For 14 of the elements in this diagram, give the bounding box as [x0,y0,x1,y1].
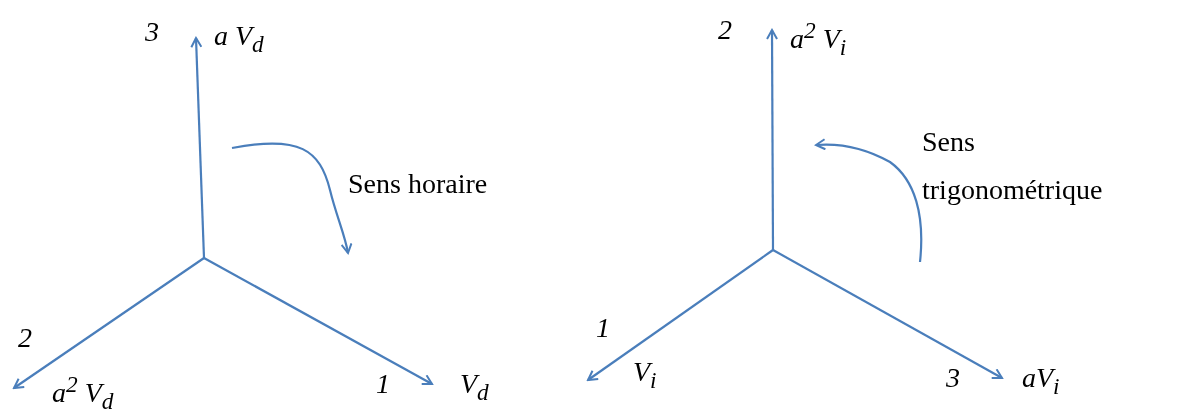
phase-number: 3 [946,362,960,394]
phasor-label: a V$_{d}$ [214,20,264,59]
phasor-label: aV$_{i}$ [1022,362,1060,401]
phasor-label: V$_{i}$ [633,356,657,395]
phasor-label: a$^{2}$ V$_{i}$ [790,16,847,62]
phasor-label: a$^{2}$ V$_{d}$ [52,370,114,414]
phase-number: 3 [145,16,159,48]
phase-number: 1 [376,368,390,400]
phase-number: 2 [18,322,32,354]
phase-number: 1 [596,312,610,344]
rotation-label: Sens horaire [348,168,488,200]
phase-number: 2 [718,14,732,46]
phasor-label: V$_{d}$ [460,368,489,407]
rotation-label: Sens trigonométrique [922,125,1104,207]
